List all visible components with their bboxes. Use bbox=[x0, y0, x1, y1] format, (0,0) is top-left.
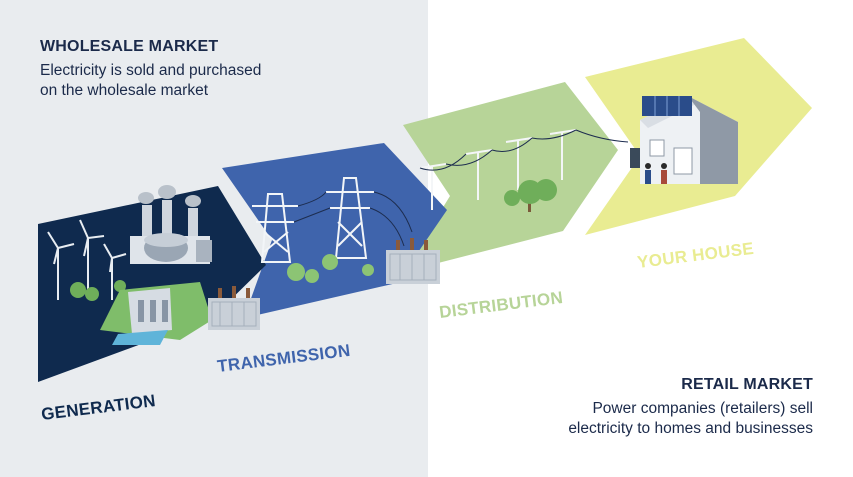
generation-arrow bbox=[38, 186, 266, 382]
house-icon bbox=[630, 96, 738, 184]
distribution-wires bbox=[419, 129, 629, 171]
power-plant-icon bbox=[130, 185, 212, 264]
retail-desc-line-1: Power companies (retailers) sell bbox=[592, 400, 813, 417]
wholesale-desc-line-1: Electricity is sold and purchased bbox=[40, 62, 262, 79]
distribution-trees bbox=[504, 179, 557, 212]
transmission-arrow bbox=[222, 143, 447, 318]
distribution-label: DISTRIBUTION bbox=[438, 288, 564, 322]
wind-turbines-icon bbox=[47, 219, 127, 300]
pylon-icon-1 bbox=[252, 193, 298, 263]
distribution-arrow bbox=[403, 82, 618, 272]
people-icon bbox=[645, 163, 667, 184]
retail-market-title: RETAIL MARKET bbox=[681, 376, 813, 393]
transmission-label: TRANSMISSION bbox=[216, 341, 351, 376]
hydro-dam-icon bbox=[100, 282, 212, 345]
retail-desc-line-2: electricity to homes and businesses bbox=[568, 420, 813, 437]
generation-label: GENERATION bbox=[40, 391, 157, 424]
wholesale-market-description: Electricity is sold and purchased on the… bbox=[40, 61, 261, 101]
wholesale-market-title: WHOLESALE MARKET bbox=[40, 38, 219, 55]
wholesale-desc-line-2: on the wholesale market bbox=[40, 82, 209, 99]
transformer-icon-1 bbox=[208, 286, 260, 330]
transmission-trees bbox=[287, 254, 374, 283]
transformer-icon-2 bbox=[386, 238, 440, 284]
your-house-label: YOUR HOUSE bbox=[636, 239, 755, 272]
generation-trees bbox=[70, 280, 126, 301]
retail-market-description: Power companies (retailers) sell electri… bbox=[568, 399, 813, 439]
pylon-icon-2 bbox=[326, 177, 374, 259]
power-lines bbox=[293, 191, 413, 247]
